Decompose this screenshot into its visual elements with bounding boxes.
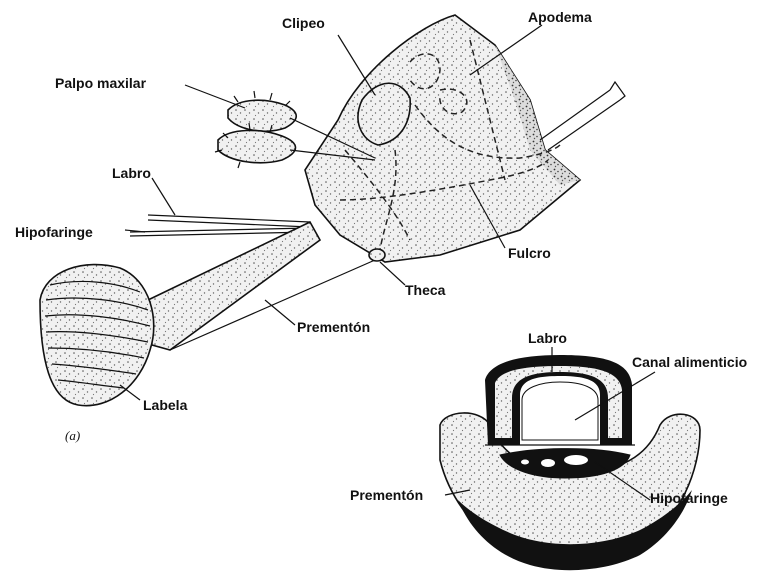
panel-a-tag: (a)	[65, 428, 80, 443]
label-fulcro: Fulcro	[508, 245, 551, 261]
cross-section-drawing	[440, 355, 700, 570]
theca-shape	[369, 249, 385, 261]
proboscis-drawing	[40, 15, 625, 406]
section-label-labro: Labro	[528, 330, 567, 346]
section-label-canal-alimenticio: Canal alimenticio	[632, 354, 747, 370]
section-label-prementon: Prementón	[350, 487, 423, 503]
label-labro: Labro	[112, 165, 151, 181]
labela-shape	[40, 265, 154, 406]
canal-alimenticio-section	[522, 382, 598, 440]
label-prementon: Prementón	[297, 319, 370, 335]
section-label-hipofaringe: Hipofaringe	[650, 490, 728, 506]
palpo-maxilar-2	[218, 130, 296, 162]
label-palpo-maxilar: Palpo maxilar	[55, 75, 147, 91]
label-labela: Labela	[143, 397, 188, 413]
label-theca: Theca	[405, 282, 446, 298]
prementon-tube	[148, 222, 320, 350]
label-apodema: Apodema	[528, 9, 592, 25]
label-hipofaringe: Hipofaringe	[15, 224, 93, 240]
label-clipeo: Clipeo	[282, 15, 325, 31]
